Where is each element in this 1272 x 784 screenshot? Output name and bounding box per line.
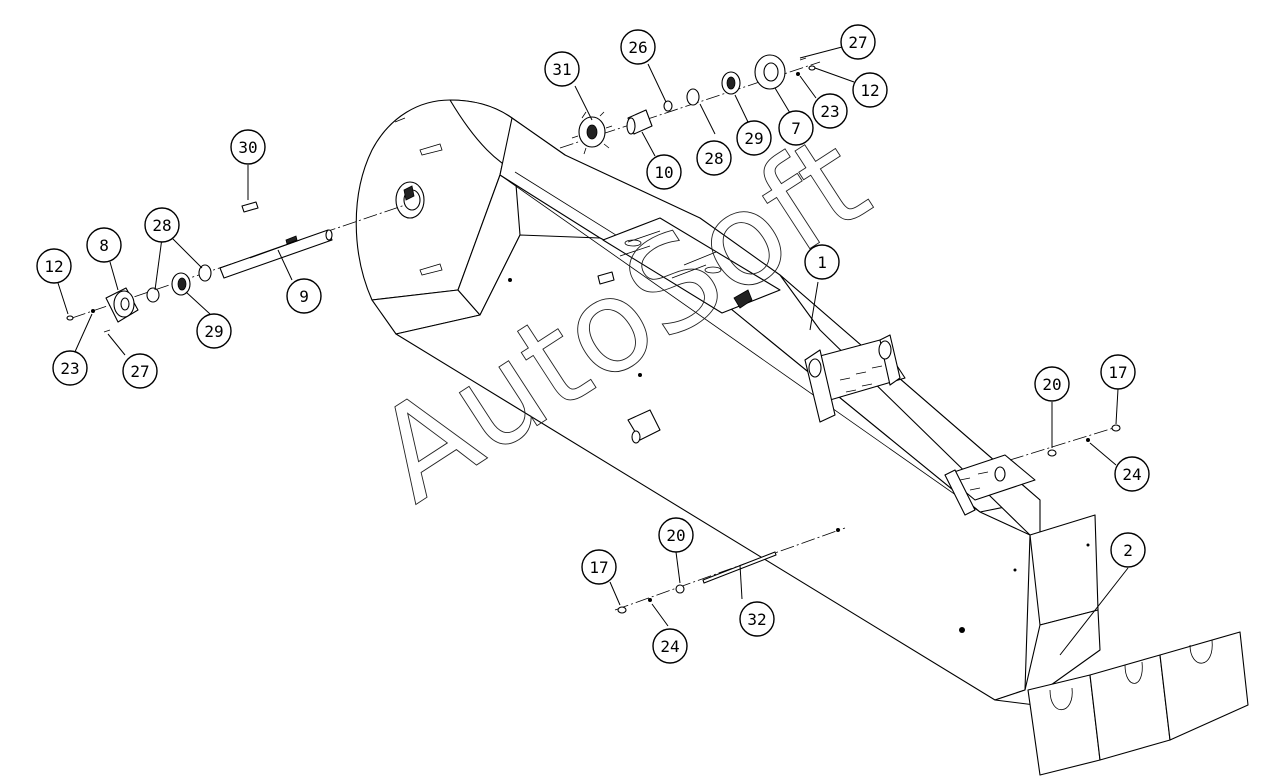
callout-2: 2 (1110, 532, 1146, 568)
bearing-29-right (721, 71, 741, 95)
callout-23-top: 23 (812, 93, 848, 129)
callout-20-bottom: 20 (658, 517, 694, 553)
small-fasteners-right (796, 57, 816, 76)
key-30 (241, 201, 259, 213)
callout-12-left: 12 (36, 248, 72, 284)
svg-text:23: 23 (820, 102, 839, 121)
leader-lines (57, 46, 1129, 656)
flange-bearing-8 (105, 287, 139, 323)
callout-28-left: 28 (144, 207, 180, 243)
svg-text:20: 20 (1042, 375, 1061, 394)
callout-32: 32 (739, 601, 775, 637)
callout-27-left: 27 (122, 353, 158, 389)
bolt-set-tail (1047, 424, 1121, 457)
callout-28-top: 28 (696, 140, 732, 176)
callout-30: 30 (230, 129, 266, 165)
callout-20-right: 20 (1034, 366, 1070, 402)
shaft-9 (219, 229, 333, 279)
conveyor-housing (355, 99, 1249, 776)
callout-7: 7 (778, 110, 814, 146)
svg-text:32: 32 (747, 610, 766, 629)
callout-9: 9 (286, 278, 322, 314)
washer-28-right (686, 88, 700, 106)
callout-17-bottom: 17 (581, 549, 617, 585)
bearing-29-left (171, 272, 191, 296)
svg-text:29: 29 (204, 322, 223, 341)
sprocket-31 (571, 111, 613, 155)
svg-text:8: 8 (99, 236, 109, 255)
callout-12-top: 12 (852, 72, 888, 108)
callout-10: 10 (646, 154, 682, 190)
svg-text:2: 2 (1123, 541, 1133, 560)
callout-29-left: 29 (196, 313, 232, 349)
svg-text:17: 17 (1108, 363, 1127, 382)
washer-26 (663, 100, 673, 112)
callout-1: 1 (804, 244, 840, 280)
svg-text:26: 26 (628, 38, 647, 57)
svg-text:9: 9 (299, 287, 309, 306)
callout-24-bottom: 24 (652, 628, 688, 664)
svg-text:23: 23 (60, 359, 79, 378)
svg-text:7: 7 (791, 119, 801, 138)
svg-text:27: 27 (848, 33, 867, 52)
callout-23-left: 23 (52, 350, 88, 386)
svg-text:17: 17 (589, 558, 608, 577)
callout-8: 8 (86, 227, 122, 263)
callout-17-right: 17 (1100, 354, 1136, 390)
svg-text:29: 29 (744, 129, 763, 148)
svg-text:1: 1 (817, 253, 827, 272)
svg-text:24: 24 (1122, 465, 1141, 484)
callout-29-top: 29 (736, 120, 772, 156)
svg-text:12: 12 (860, 81, 879, 100)
callout-24-right: 24 (1114, 456, 1150, 492)
svg-text:10: 10 (654, 163, 673, 182)
svg-text:20: 20 (666, 526, 685, 545)
svg-text:28: 28 (704, 149, 723, 168)
small-fasteners-left (66, 309, 111, 333)
callout-31: 31 (544, 51, 580, 87)
svg-text:31: 31 (552, 60, 571, 79)
callout-27-top: 27 (840, 24, 876, 60)
callout-26: 26 (620, 29, 656, 65)
svg-text:28: 28 (152, 216, 171, 235)
washer-28-left (146, 264, 212, 303)
bushing-10 (626, 109, 653, 135)
svg-text:27: 27 (130, 362, 149, 381)
svg-text:24: 24 (660, 637, 679, 656)
svg-text:30: 30 (238, 138, 257, 157)
svg-text:12: 12 (44, 257, 63, 276)
flange-bearing-7 (754, 54, 786, 90)
rod-32 (617, 528, 840, 614)
